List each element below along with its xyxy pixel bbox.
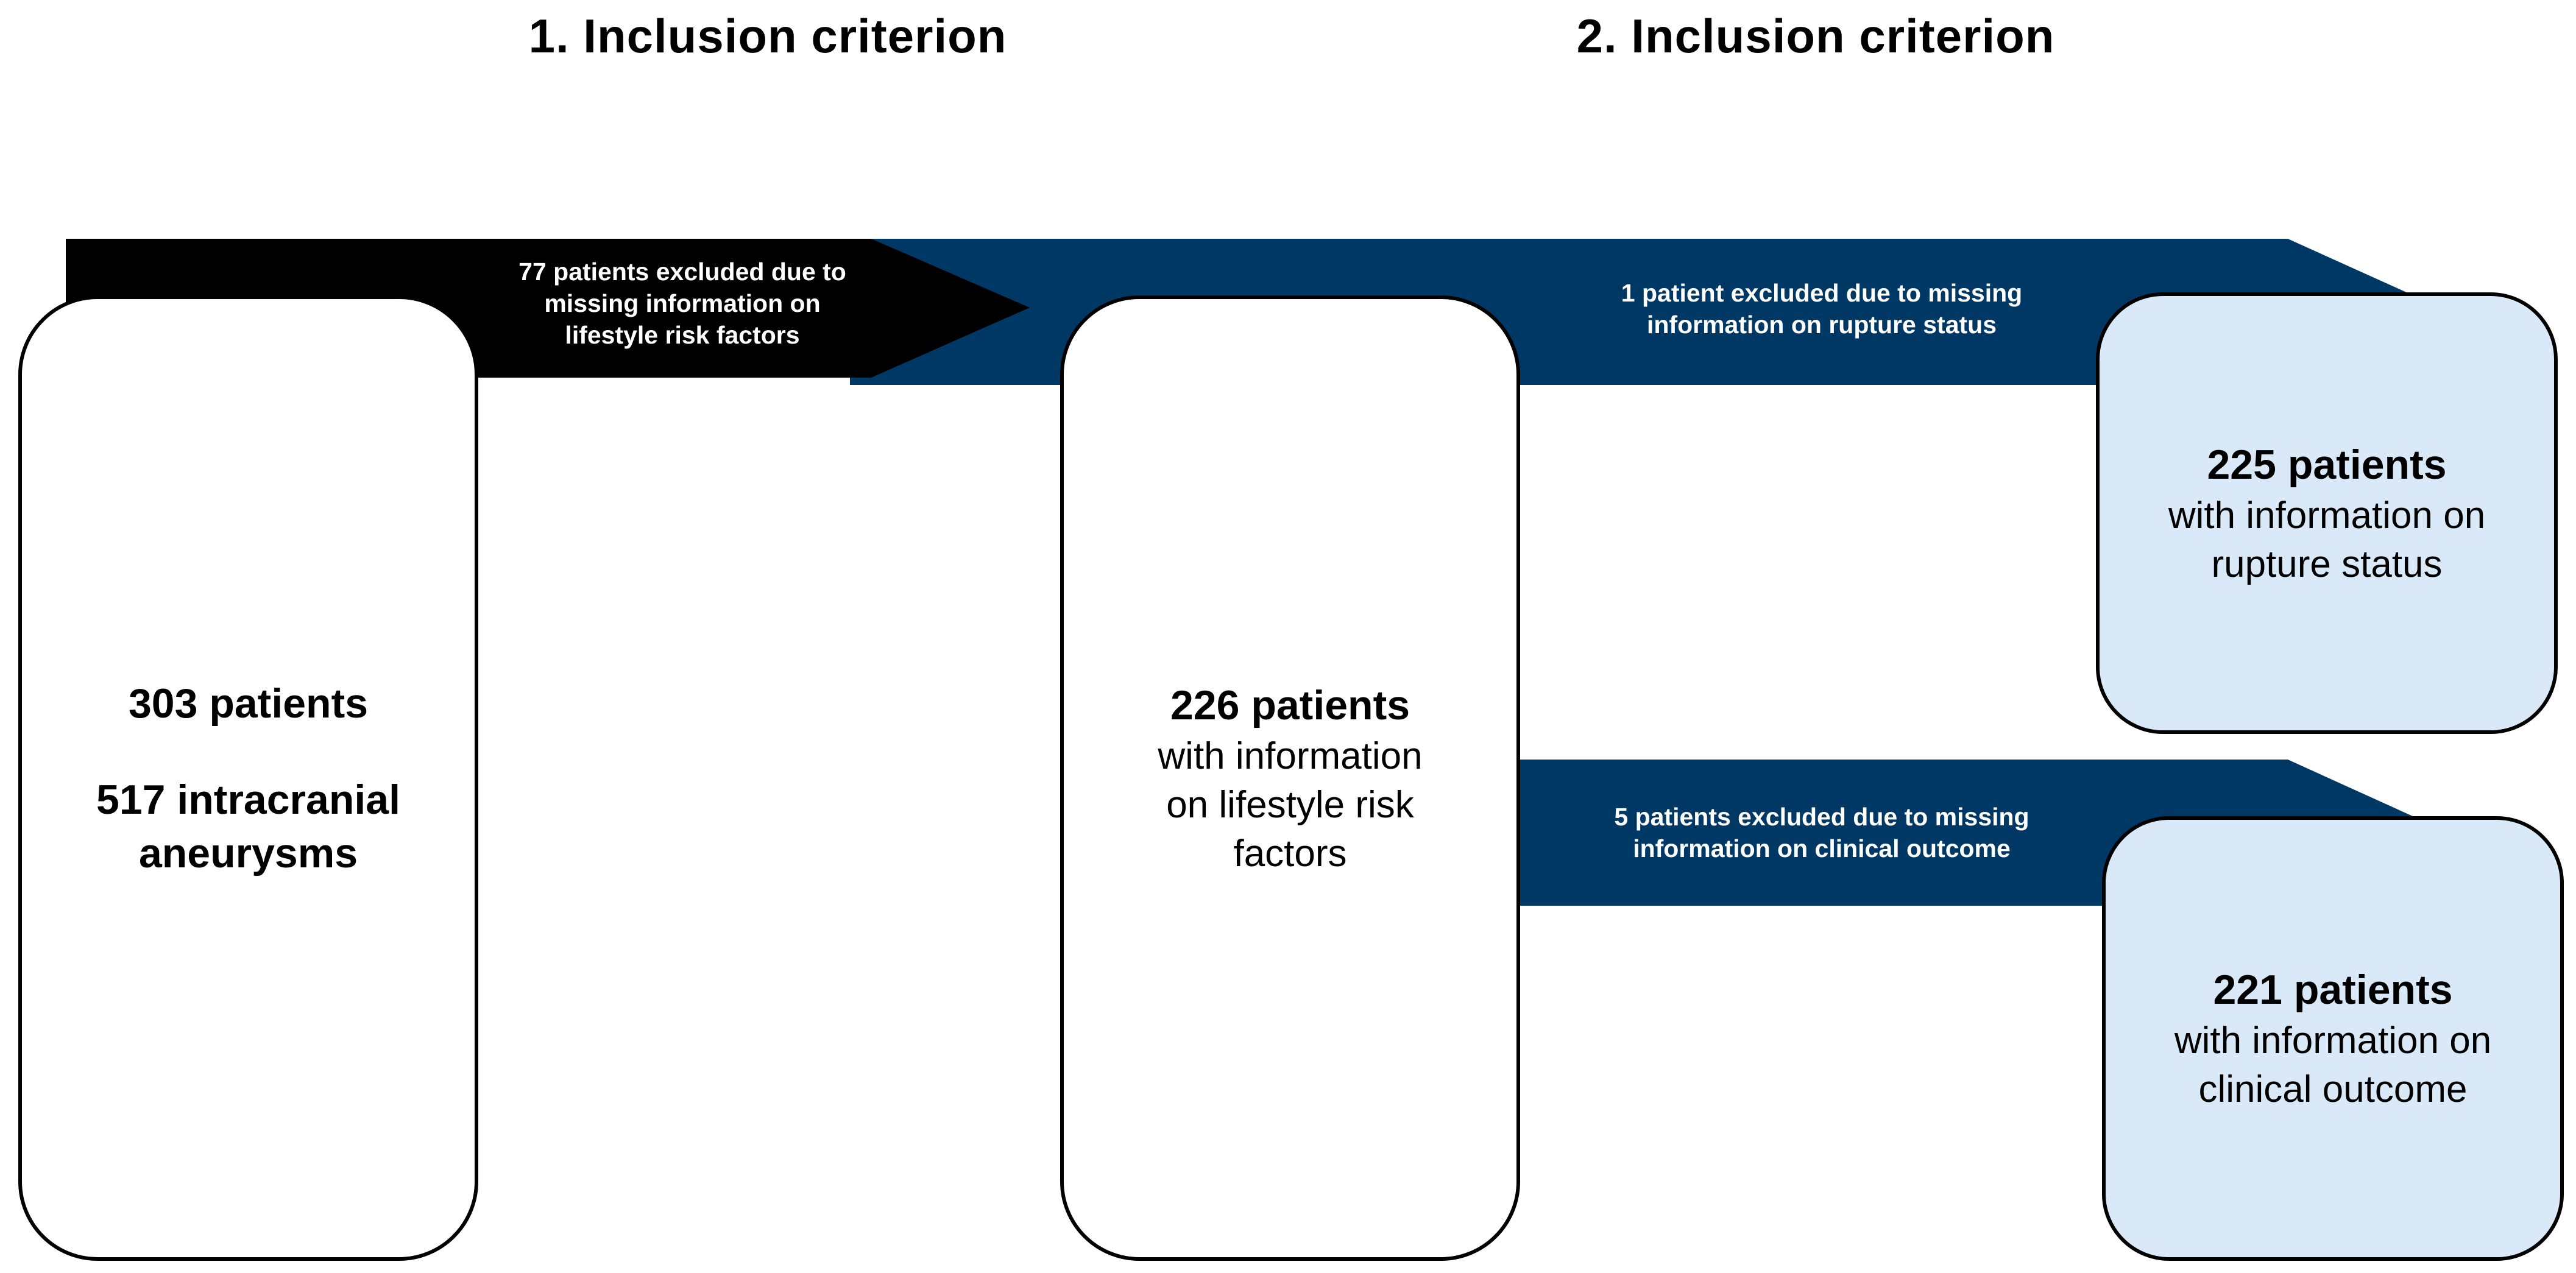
exclusion-label-lifestyle: 77 patients excluded due to missing info… (518, 258, 846, 349)
lifestyle-patient-count: 226 patients (1170, 682, 1410, 728)
rupture-patient-count: 225 patients (2207, 441, 2447, 488)
heading-inclusion-criterion-2: 2. Inclusion criterion (1576, 9, 2055, 63)
lifestyle-detail: with information on lifestyle risk facto… (1158, 735, 1423, 875)
heading-inclusion-criterion-1: 1. Inclusion criterion (528, 9, 1007, 63)
box-rupture-status: 225 patients with information on rupture… (2096, 292, 2558, 734)
initial-patient-count: 303 patients (128, 680, 369, 727)
exclusion-label-rupture-status: 1 patient excluded due to missing inform… (1621, 279, 2023, 339)
box-clinical-outcome: 221 patients with information on clinica… (2102, 816, 2564, 1261)
box-lifestyle-info: 226 patients with information on lifesty… (1060, 295, 1520, 1261)
initial-aneurysm-count: 517 intracranial aneurysms (96, 776, 400, 876)
outcome-patient-count: 221 patients (2213, 967, 2453, 1013)
exclusion-label-clinical-outcome: 5 patients excluded due to missing infor… (1614, 803, 2029, 862)
box-initial-cohort: 303 patients 517 intracranial aneurysms (18, 295, 478, 1261)
rupture-detail: with information on rupture status (2168, 494, 2486, 585)
outcome-detail: with information on clinical outcome (2174, 1020, 2492, 1110)
